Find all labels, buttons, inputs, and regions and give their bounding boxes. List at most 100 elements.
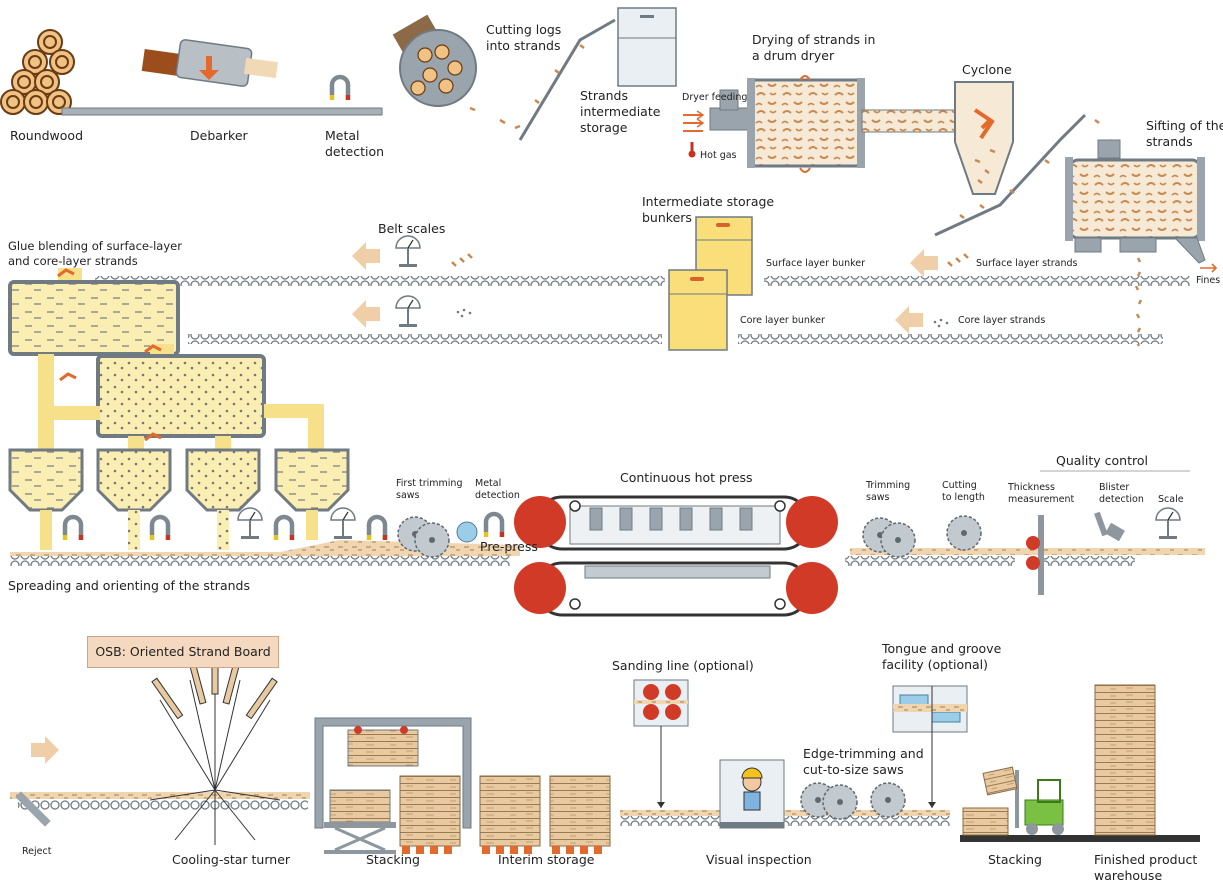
forming-bins bbox=[8, 448, 350, 550]
board-strand-pressed bbox=[850, 548, 1205, 555]
debarker-machine bbox=[141, 39, 278, 87]
label-hot-gas: Hot gas bbox=[700, 150, 737, 161]
label-surface-bunker: Surface layer bunker bbox=[766, 258, 866, 269]
strand-mat bbox=[10, 540, 520, 556]
finishing-line-rollers bbox=[620, 816, 950, 826]
label-sanding: Sanding line (optional) bbox=[612, 658, 754, 673]
metal-detection-magnet-3 bbox=[150, 517, 170, 540]
forming-line-rollers bbox=[10, 556, 510, 566]
label-pre-press: Pre-press bbox=[480, 539, 538, 554]
label-cooling-star: Cooling-star turner bbox=[172, 852, 291, 867]
blister-detector bbox=[1094, 511, 1125, 542]
outfeed-rollers-2 bbox=[1040, 556, 1135, 566]
metal-detection-magnet-1 bbox=[330, 77, 350, 100]
flow-arrow-core-bunker bbox=[895, 306, 923, 334]
label-reject: Reject bbox=[22, 846, 52, 857]
infeed-conveyor bbox=[61, 107, 383, 116]
glue-blenders bbox=[8, 268, 266, 442]
belt-scale-surface bbox=[395, 235, 421, 268]
label-fines: Fines bbox=[1196, 275, 1221, 286]
cutting-saw bbox=[946, 515, 982, 551]
stacking-gantry bbox=[314, 717, 472, 854]
cyclone-separator bbox=[954, 81, 1014, 195]
label-spreading: Spreading and orienting of the strands bbox=[8, 578, 250, 593]
strands-storage-bin bbox=[617, 7, 677, 87]
label-scale: Scale bbox=[1158, 494, 1184, 505]
thickness-gauge bbox=[1026, 515, 1044, 595]
first-trimming-saw-2 bbox=[414, 522, 450, 558]
dryer-feed-duct bbox=[683, 89, 756, 158]
label-stacking-1: Stacking bbox=[366, 852, 420, 867]
board-stacks-storage bbox=[399, 775, 611, 854]
tongue-groove-unit bbox=[892, 685, 968, 808]
label-surface-strands: Surface layer strands bbox=[976, 258, 1078, 269]
cooling-star-turner bbox=[149, 648, 281, 845]
dryer-to-cyclone-duct bbox=[861, 109, 963, 133]
label-belt-scales: Belt scales bbox=[378, 221, 446, 236]
reject-flap bbox=[15, 791, 51, 827]
label-core-strands: Core layer strands bbox=[958, 315, 1046, 326]
core-strand-dots bbox=[456, 308, 949, 328]
label-core-bunker: Core layer bunker bbox=[740, 315, 825, 326]
inspection-booth bbox=[719, 759, 785, 829]
stacking-pile bbox=[962, 807, 1009, 836]
board-strips-cooling bbox=[10, 792, 310, 799]
strand-cutter-drum bbox=[392, 14, 477, 107]
surface-strands-conveyor bbox=[764, 276, 1190, 286]
glue-chutes bbox=[38, 354, 324, 450]
outfeed-rollers-1 bbox=[845, 556, 1015, 566]
forklift bbox=[982, 766, 1064, 835]
label-quality-control: Quality control bbox=[1056, 453, 1148, 468]
label-visual-inspection: Visual inspection bbox=[706, 852, 812, 867]
metal-detection-magnet-5 bbox=[367, 517, 387, 540]
storage-bunkers bbox=[668, 216, 753, 351]
core-strands-conveyor bbox=[738, 334, 1163, 344]
sifter-feed-conveyor bbox=[934, 113, 1115, 237]
surface-belt-conveyor bbox=[95, 276, 665, 286]
flow-arrow-surface bbox=[352, 242, 380, 270]
label-continuous-press: Continuous hot press bbox=[620, 470, 753, 485]
continuous-hot-press bbox=[514, 495, 838, 617]
board-scale bbox=[1155, 507, 1181, 540]
belt-scale-core bbox=[395, 295, 421, 328]
flow-arrow-reject bbox=[31, 736, 59, 764]
strand-sifter bbox=[1065, 139, 1218, 347]
warehouse-stack bbox=[1094, 684, 1156, 836]
osb-badge: OSB: Oriented Strand Board bbox=[87, 636, 279, 668]
flow-arrow-surface-bunker bbox=[910, 249, 938, 277]
cooling-rollers bbox=[18, 800, 308, 810]
sanding-line bbox=[633, 679, 689, 808]
roundwood-logs bbox=[0, 29, 75, 115]
metal-detection-magnet-2 bbox=[63, 517, 83, 540]
warehouse-floor bbox=[960, 835, 1200, 842]
trimming-saw-2 bbox=[880, 522, 916, 558]
flow-arrow-core bbox=[352, 300, 380, 328]
finishing-line-boards bbox=[620, 810, 950, 816]
label-dryer-feeding: Dryer feeding bbox=[682, 92, 748, 103]
metal-detection-magnet-4 bbox=[274, 517, 294, 540]
drum-dryer bbox=[747, 75, 865, 173]
label-interim-storage: Interim storage bbox=[498, 852, 595, 867]
pre-press-roller bbox=[456, 521, 478, 543]
area-weight-scale-1 bbox=[237, 507, 263, 540]
label-cyclone: Cyclone bbox=[962, 62, 1012, 77]
label-debarker: Debarker bbox=[190, 128, 248, 143]
label-roundwood: Roundwood bbox=[10, 128, 84, 143]
core-belt-conveyor bbox=[188, 334, 662, 344]
surface-strand-marks bbox=[451, 253, 969, 267]
